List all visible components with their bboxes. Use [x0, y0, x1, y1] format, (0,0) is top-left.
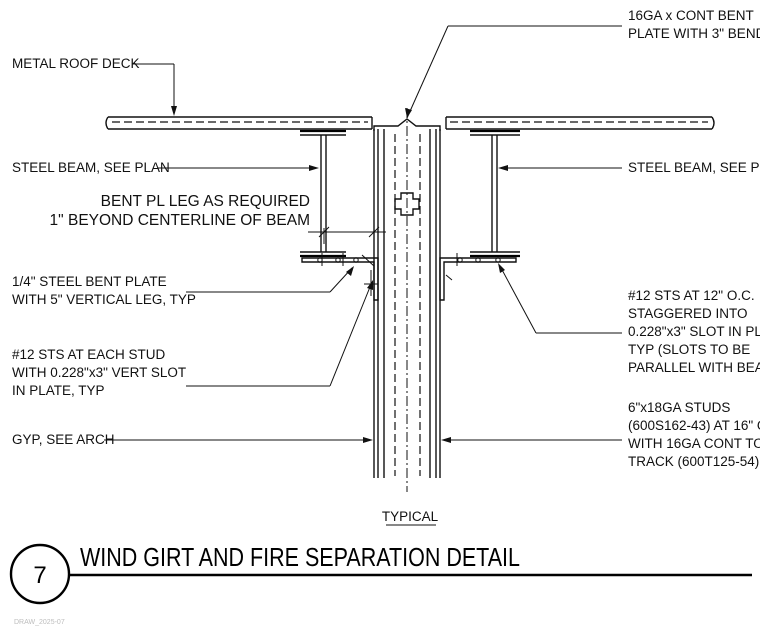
- note-sts-each-stud: #12 STS AT EACH STUD WITH 0.228"x3" VERT…: [12, 347, 186, 398]
- note-sts-staggered: #12 STS AT 12" O.C. STAGGERED INTO 0.228…: [628, 288, 760, 375]
- top-bent-plate: [373, 118, 441, 131]
- view-label: TYPICAL: [382, 509, 439, 524]
- svg-text:#12 STS AT 12" O.C.: #12 STS AT 12" O.C.: [628, 288, 755, 303]
- title-block: 7 WIND GIRT AND FIRE SEPARATION DETAIL: [9, 542, 752, 605]
- note-bent-pl-leg: BENT PL LEG AS REQUIRED 1" BEYOND CENTER…: [50, 193, 310, 229]
- note-bent-plate-top: 16GA x CONT BENT PLATE WITH 3" BENDS: [628, 8, 760, 41]
- roof-deck-right: [445, 116, 715, 130]
- detail-number: 7: [33, 562, 46, 589]
- stud-wall: [373, 108, 441, 492]
- svg-text:WITH 0.228"x3" VERT SLOT: WITH 0.228"x3" VERT SLOT: [12, 365, 186, 380]
- bent-plate-left: [301, 253, 379, 301]
- note-studs: 6"x18GA STUDS (600S162-43) AT 16" O.C. W…: [628, 400, 760, 469]
- bent-leg-dimension: [308, 226, 386, 244]
- steel-beam-right: [470, 129, 520, 258]
- svg-text:TRACK (600T125-54): TRACK (600T125-54): [628, 454, 759, 469]
- leader-lines: [104, 25, 622, 443]
- svg-text:#12 STS AT EACH STUD: #12 STS AT EACH STUD: [12, 347, 166, 362]
- svg-text:6"x18GA STUDS: 6"x18GA STUDS: [628, 400, 730, 415]
- svg-text:WITH 16GA CONT TOP: WITH 16GA CONT TOP: [628, 436, 760, 451]
- svg-text:PARALLEL WITH BEAM): PARALLEL WITH BEAM): [628, 360, 760, 375]
- note-steel-beam-right: STEEL BEAM, SEE PLAN: [628, 160, 760, 175]
- drawing-stamp: DRAW_2025-07: [14, 619, 65, 626]
- svg-text:STAGGERED INTO: STAGGERED INTO: [628, 306, 748, 321]
- svg-text:PLATE WITH 3" BENDS: PLATE WITH 3" BENDS: [628, 26, 760, 41]
- svg-text:WITH 5" VERTICAL LEG, TYP: WITH 5" VERTICAL LEG, TYP: [12, 292, 196, 307]
- svg-text:(600S162-43) AT 16" O.C.: (600S162-43) AT 16" O.C.: [628, 418, 760, 433]
- note-steel-bent-plate: 1/4" STEEL BENT PLATE WITH 5" VERTICAL L…: [12, 274, 196, 307]
- note-steel-beam-left: STEEL BEAM, SEE PLAN: [12, 160, 170, 175]
- svg-text:1" BEYOND CENTERLINE OF BEAM: 1" BEYOND CENTERLINE OF BEAM: [50, 212, 310, 229]
- svg-text:0.228"x3" SLOT IN PLATE: 0.228"x3" SLOT IN PLATE: [628, 324, 760, 339]
- bent-plate-right: [439, 253, 517, 301]
- svg-text:1/4" STEEL BENT PLATE: 1/4" STEEL BENT PLATE: [12, 274, 167, 289]
- svg-text:16GA x CONT BENT: 16GA x CONT BENT: [628, 8, 754, 23]
- roof-deck-left: [105, 116, 373, 130]
- note-metal-roof-deck: METAL ROOF DECK: [12, 56, 140, 71]
- svg-text:TYP (SLOTS TO BE: TYP (SLOTS TO BE: [628, 342, 750, 357]
- svg-text:IN PLATE, TYP: IN PLATE, TYP: [12, 383, 105, 398]
- note-gyp: GYP, SEE ARCH: [12, 432, 115, 447]
- svg-text:BENT PL LEG AS REQUIRED: BENT PL LEG AS REQUIRED: [101, 193, 310, 210]
- detail-title: WIND GIRT AND FIRE SEPARATION DETAIL: [80, 542, 520, 572]
